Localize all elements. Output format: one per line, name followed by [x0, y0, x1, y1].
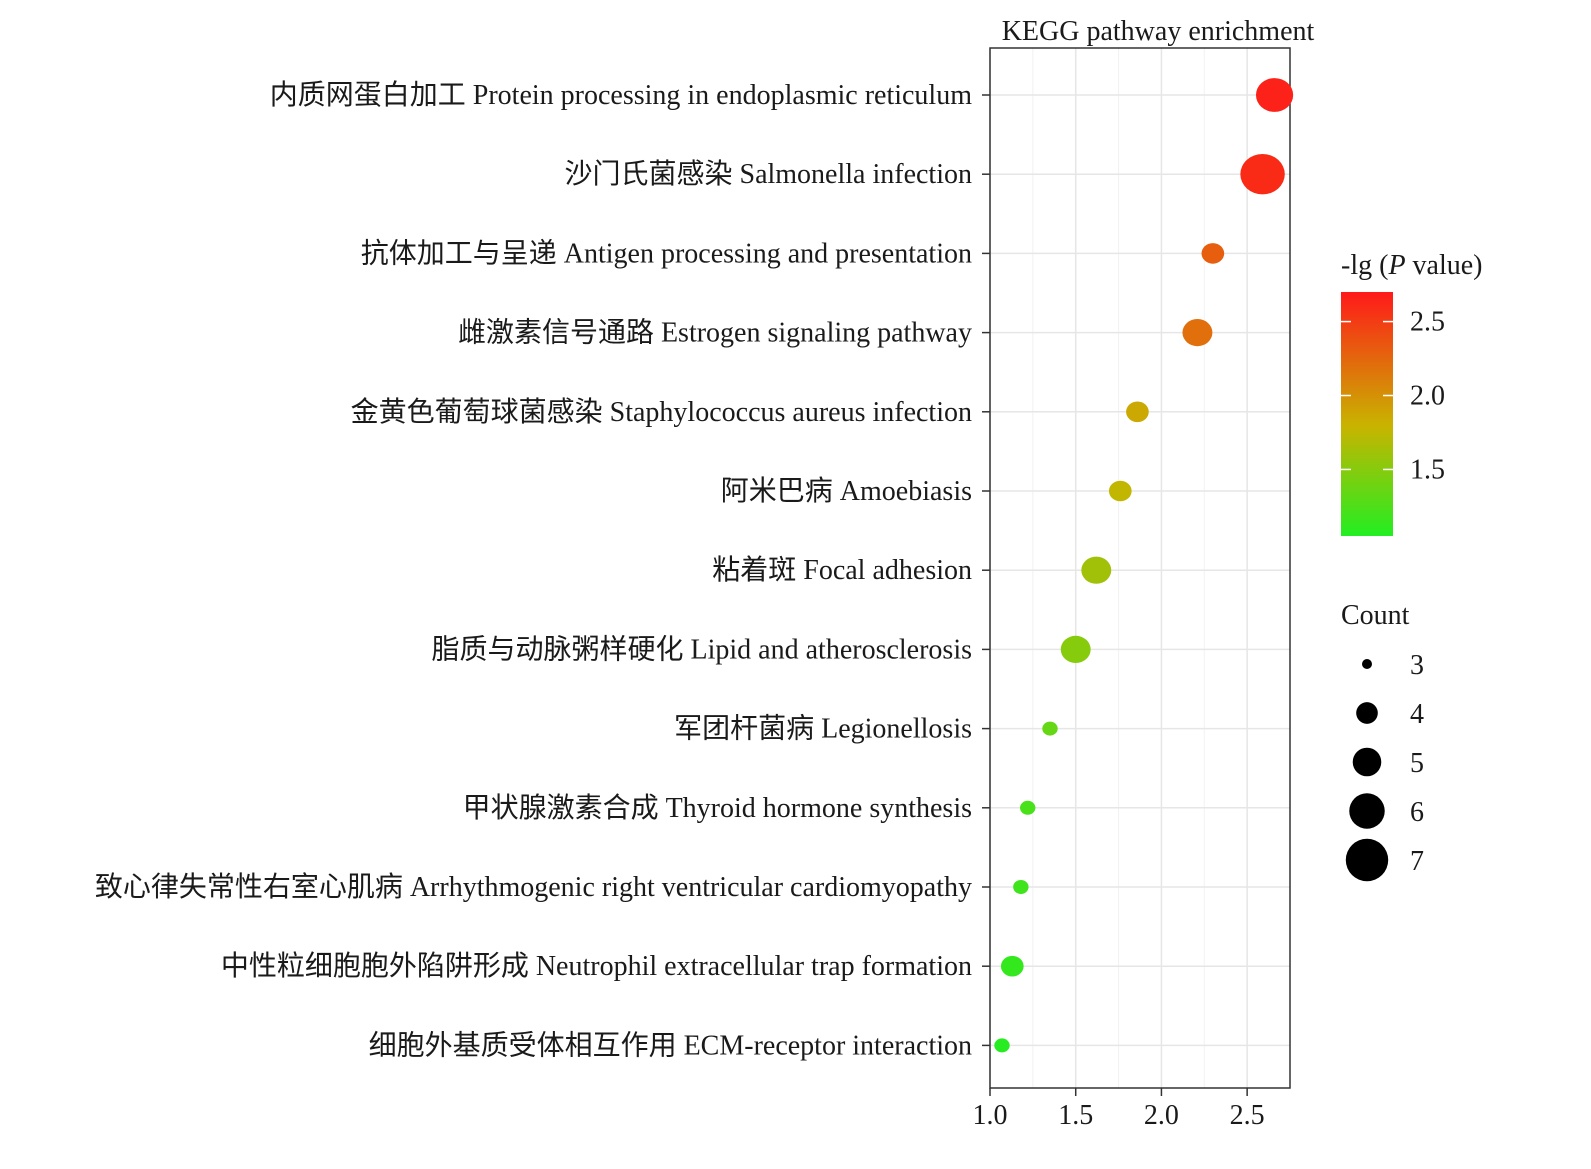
- size-legend-label: 5: [1410, 748, 1424, 779]
- data-point: [1240, 154, 1285, 195]
- y-tick-label: 雌激素信号通路 Estrogen signaling pathway: [458, 317, 972, 349]
- data-point: [1000, 955, 1024, 977]
- size-legend-dot: [1352, 747, 1382, 777]
- color-tick-label: 2.0: [1410, 381, 1445, 412]
- data-point: [1042, 721, 1058, 736]
- size-legend-label: 4: [1410, 699, 1424, 730]
- y-tick-label: 抗体加工与呈递 Antigen processing and presentat…: [361, 237, 972, 269]
- chart-title: KEGG pathway enrichment: [1002, 16, 1315, 47]
- size-legend-dot: [1356, 702, 1378, 724]
- size-legend-label: 3: [1410, 650, 1424, 681]
- data-point: [1060, 635, 1091, 664]
- plot-frame: [989, 47, 1291, 1089]
- color-legend-ticks: 1.5 2.0 2.5: [1341, 307, 1445, 485]
- size-legend-dot: [1345, 838, 1389, 882]
- data-point: [1081, 556, 1112, 584]
- data-point: [1020, 800, 1036, 815]
- y-tick-label: 金黄色葡萄球菌感染 Staphylococcus aureus infectio…: [351, 396, 972, 428]
- size-legend-dot: [1349, 793, 1385, 829]
- size-legend-title: Count: [1341, 600, 1410, 631]
- y-tick-label: 内质网蛋白加工 Protein processing in endoplasmi…: [270, 79, 972, 111]
- points: [994, 78, 1294, 1053]
- size-legend-items: 3 4 5 6 7: [1345, 650, 1424, 882]
- data-point: [1255, 78, 1294, 112]
- color-tick-label: 1.5: [1410, 454, 1445, 485]
- y-tick-label: 军团杆菌病 Legionellosis: [674, 713, 972, 745]
- color-bar: [1341, 292, 1393, 536]
- color-legend: -lg (P value) 1.5 2.0 2.5: [1341, 250, 1483, 536]
- size-legend: Count 3 4 5 6 7: [1341, 600, 1424, 882]
- size-legend-label: 7: [1410, 846, 1424, 877]
- y-tick-label: 细胞外基质受体相互作用 ECM-receptor interaction: [369, 1029, 972, 1061]
- x-tick-label: 2.0: [1144, 1100, 1179, 1131]
- x-axis: 1.0 1.5 2.0 2.5: [973, 1088, 1265, 1131]
- size-legend-dot: [1362, 659, 1372, 669]
- y-tick-label: 沙门氏菌感染 Salmonella infection: [565, 158, 973, 190]
- data-point: [1108, 480, 1132, 502]
- y-tick-label: 中性粒细胞胞外陷阱形成 Neutrophil extracellular tra…: [221, 950, 972, 982]
- data-point: [994, 1038, 1010, 1053]
- color-legend-title: -lg (P value): [1341, 250, 1483, 281]
- data-point: [1201, 243, 1225, 264]
- color-legend-title-suffix: value): [1406, 250, 1483, 281]
- color-tick-label: 2.5: [1410, 307, 1445, 338]
- y-tick-label: 甲状腺激素合成 Thyroid hormone synthesis: [463, 792, 972, 824]
- y-tick-label: 致心律失常性右室心肌病 Arrhythmogenic right ventric…: [95, 871, 972, 903]
- data-point: [1182, 319, 1213, 347]
- x-tick-label: 2.5: [1230, 1100, 1265, 1131]
- y-axis-labels: 内质网蛋白加工 Protein processing in endoplasmi…: [95, 79, 990, 1061]
- x-tick-label: 1.0: [973, 1100, 1008, 1131]
- y-tick-label: 脂质与动脉粥样硬化 Lipid and atherosclerosis: [432, 633, 972, 665]
- y-tick-label: 阿米巴病 Amoebiasis: [721, 475, 972, 507]
- x-tick-label: 1.5: [1058, 1100, 1093, 1131]
- color-legend-title-italic: P: [1387, 250, 1405, 281]
- data-point: [1013, 880, 1029, 894]
- y-tick-label: 粘着斑 Focal adhesion: [712, 554, 972, 586]
- data-point: [1126, 401, 1149, 423]
- size-legend-label: 6: [1410, 797, 1424, 828]
- color-legend-title-prefix: -lg (: [1341, 250, 1388, 281]
- grid: [989, 48, 1290, 1088]
